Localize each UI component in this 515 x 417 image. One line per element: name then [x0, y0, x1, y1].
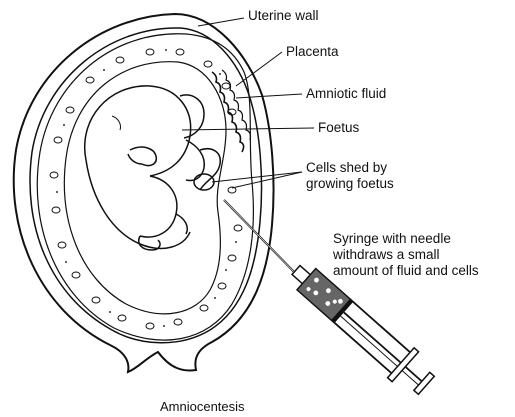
label-cells-shed: Cells shed by growing foetus	[306, 160, 394, 192]
label-placenta: Placenta	[286, 44, 339, 60]
label-syringe: Syringe with needle withdraws a small am…	[333, 231, 479, 279]
label-amniotic-fluid: Amniotic fluid	[306, 86, 386, 102]
label-foetus: Foetus	[318, 120, 359, 136]
label-uterine-wall: Uterine wall	[248, 8, 319, 24]
diagram-caption: Amniocentesis	[160, 399, 245, 414]
